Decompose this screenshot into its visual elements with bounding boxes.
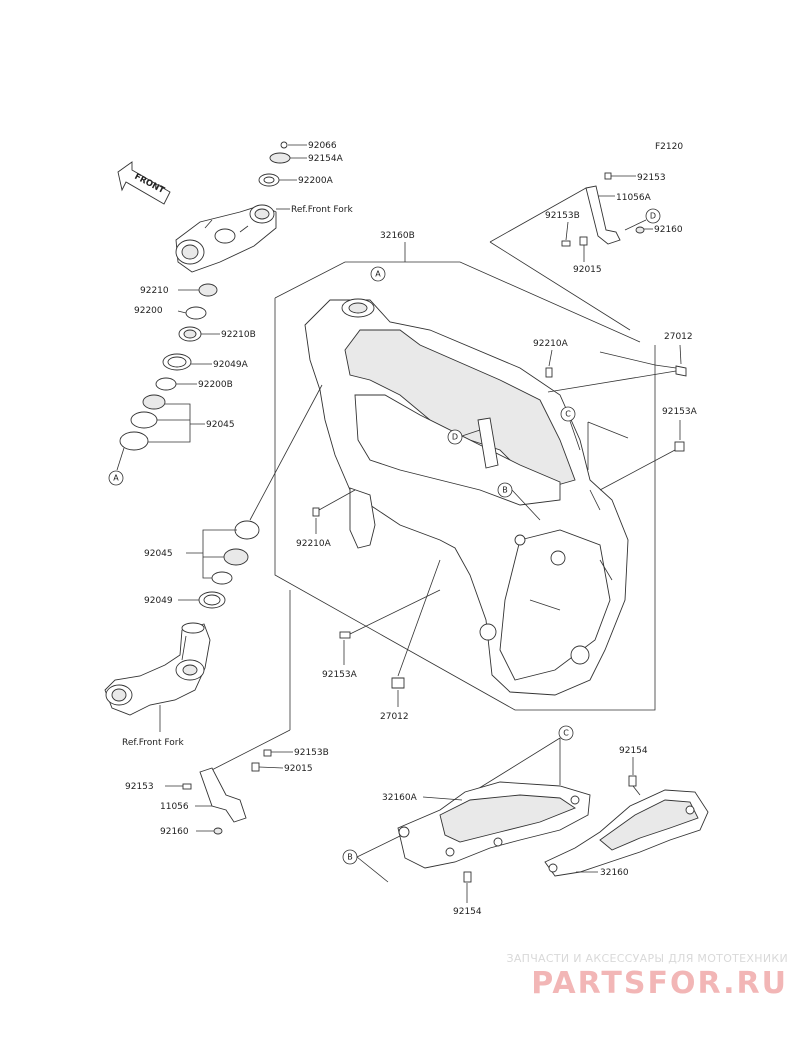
label-92200A: 92200A xyxy=(298,176,334,186)
bolt-92153-tr xyxy=(604,172,612,180)
part-92200-shape xyxy=(185,306,207,320)
bracket-11056A xyxy=(585,185,621,245)
frame-leader-box-bottom xyxy=(274,298,656,711)
callout-A-left-text: A xyxy=(113,474,119,483)
callout-A-frame-text: A xyxy=(375,270,381,279)
part-92045-lower-b xyxy=(223,548,249,566)
part-92045-lower-a xyxy=(234,520,260,540)
bolt-92153A-center xyxy=(339,631,351,639)
part-92045-lower-c xyxy=(211,571,233,585)
label-32160: 32160 xyxy=(600,868,629,878)
label-11056A: 11056A xyxy=(616,193,652,203)
label-92153A-center: 92153A xyxy=(322,670,358,680)
label-27012-center: 27012 xyxy=(380,712,409,722)
label-92153-bl: 92153 xyxy=(125,782,154,792)
label-92153B-tr: 92153B xyxy=(545,211,580,221)
label-92160-bl: 92160 xyxy=(160,827,189,837)
bolt-92154-bottom xyxy=(463,871,472,883)
label-92210A-right: 92210A xyxy=(533,339,569,349)
part-92200B-shape xyxy=(155,377,177,391)
label-92153A-right: 92153A xyxy=(662,407,698,417)
label-92153B-bl: 92153B xyxy=(294,748,329,758)
washer-92160-bl xyxy=(213,827,223,835)
main-frame xyxy=(304,298,629,696)
label-92066: 92066 xyxy=(308,141,337,151)
part-92045-upper-a xyxy=(142,394,166,410)
callout-C-frame xyxy=(560,406,576,422)
upper-triple-clamp xyxy=(175,204,277,273)
label-92049A: 92049A xyxy=(213,360,249,370)
callout-C-sub xyxy=(558,725,574,741)
label-92210: 92210 xyxy=(140,286,169,296)
lower-triple-clamp xyxy=(104,622,211,716)
watermark-logo: PARTSFOR.RU xyxy=(531,966,788,1001)
callout-B-sub-text: B xyxy=(347,853,353,862)
label-92015-bl: 92015 xyxy=(284,764,313,774)
label-ref-front-fork-bottom: Ref.Front Fork xyxy=(122,738,184,748)
bolt-92153-bl xyxy=(182,783,192,790)
decal-27012-right xyxy=(675,365,687,377)
label-32160A: 32160A xyxy=(382,793,418,803)
label-ref-front-fork-top: Ref.Front Fork xyxy=(291,205,353,215)
label-27012-right: 27012 xyxy=(664,332,693,342)
label-92154-bottom: 92154 xyxy=(453,907,482,917)
callout-C-sub-text: C xyxy=(563,729,569,738)
label-92049: 92049 xyxy=(144,596,173,606)
callout-A-frame xyxy=(370,266,386,282)
label-11056: 11056 xyxy=(160,802,189,812)
washer-92160-tr xyxy=(635,226,645,234)
bolt-92210A-left xyxy=(312,507,320,517)
callout-D-frame xyxy=(447,429,463,445)
bolt-92153A-right xyxy=(674,441,685,452)
callout-D-frame-text: D xyxy=(452,433,458,442)
figure-code: F2120 xyxy=(655,142,683,152)
label-92153-tr: 92153 xyxy=(637,173,666,183)
label-92045-mid: 92045 xyxy=(144,549,173,559)
callout-D-top-text: D xyxy=(650,212,656,221)
label-32160B: 32160B xyxy=(380,231,415,241)
label-92015-tr: 92015 xyxy=(573,265,602,275)
bolt-92153B-tr xyxy=(561,240,571,247)
label-92210A-left: 92210A xyxy=(296,539,332,549)
bolt-92153B-bl xyxy=(263,749,272,757)
part-92045-upper-c xyxy=(119,431,149,451)
watermark-tagline: ЗАПЧАСТИ И АКСЕССУАРЫ ДЛЯ МОТОТЕХНИКИ xyxy=(506,952,788,965)
callout-B-frame-text: B xyxy=(502,486,508,495)
nut-92015-tr xyxy=(579,236,588,246)
subframe-32160A xyxy=(397,781,591,869)
bolt-92210A-right xyxy=(545,367,553,378)
callout-A-left xyxy=(108,470,124,486)
label-92154A: 92154A xyxy=(308,154,344,164)
bracket-11056 xyxy=(199,767,247,823)
part-92210-shape xyxy=(198,283,218,297)
label-92045-top: 92045 xyxy=(206,420,235,430)
label-92200B: 92200B xyxy=(198,380,233,390)
nut-92015-bl xyxy=(251,762,260,772)
decal-27012-center xyxy=(391,677,405,689)
label-92200: 92200 xyxy=(134,306,163,316)
bolt-92154-right xyxy=(628,775,637,787)
label-92210B: 92210B xyxy=(221,330,256,340)
label-92154-right: 92154 xyxy=(619,746,648,756)
front-direction-arrow: FRONT xyxy=(117,161,171,205)
part-92045-upper-b xyxy=(130,411,158,429)
callout-C-frame-text: C xyxy=(565,410,571,419)
frame-leader-box-top xyxy=(274,261,641,343)
label-92160-tr: 92160 xyxy=(654,225,683,235)
part-92154A-shape xyxy=(269,152,291,164)
callout-D-top xyxy=(645,208,661,224)
part-92066-shape xyxy=(280,141,288,149)
subframe-32160 xyxy=(544,789,709,877)
